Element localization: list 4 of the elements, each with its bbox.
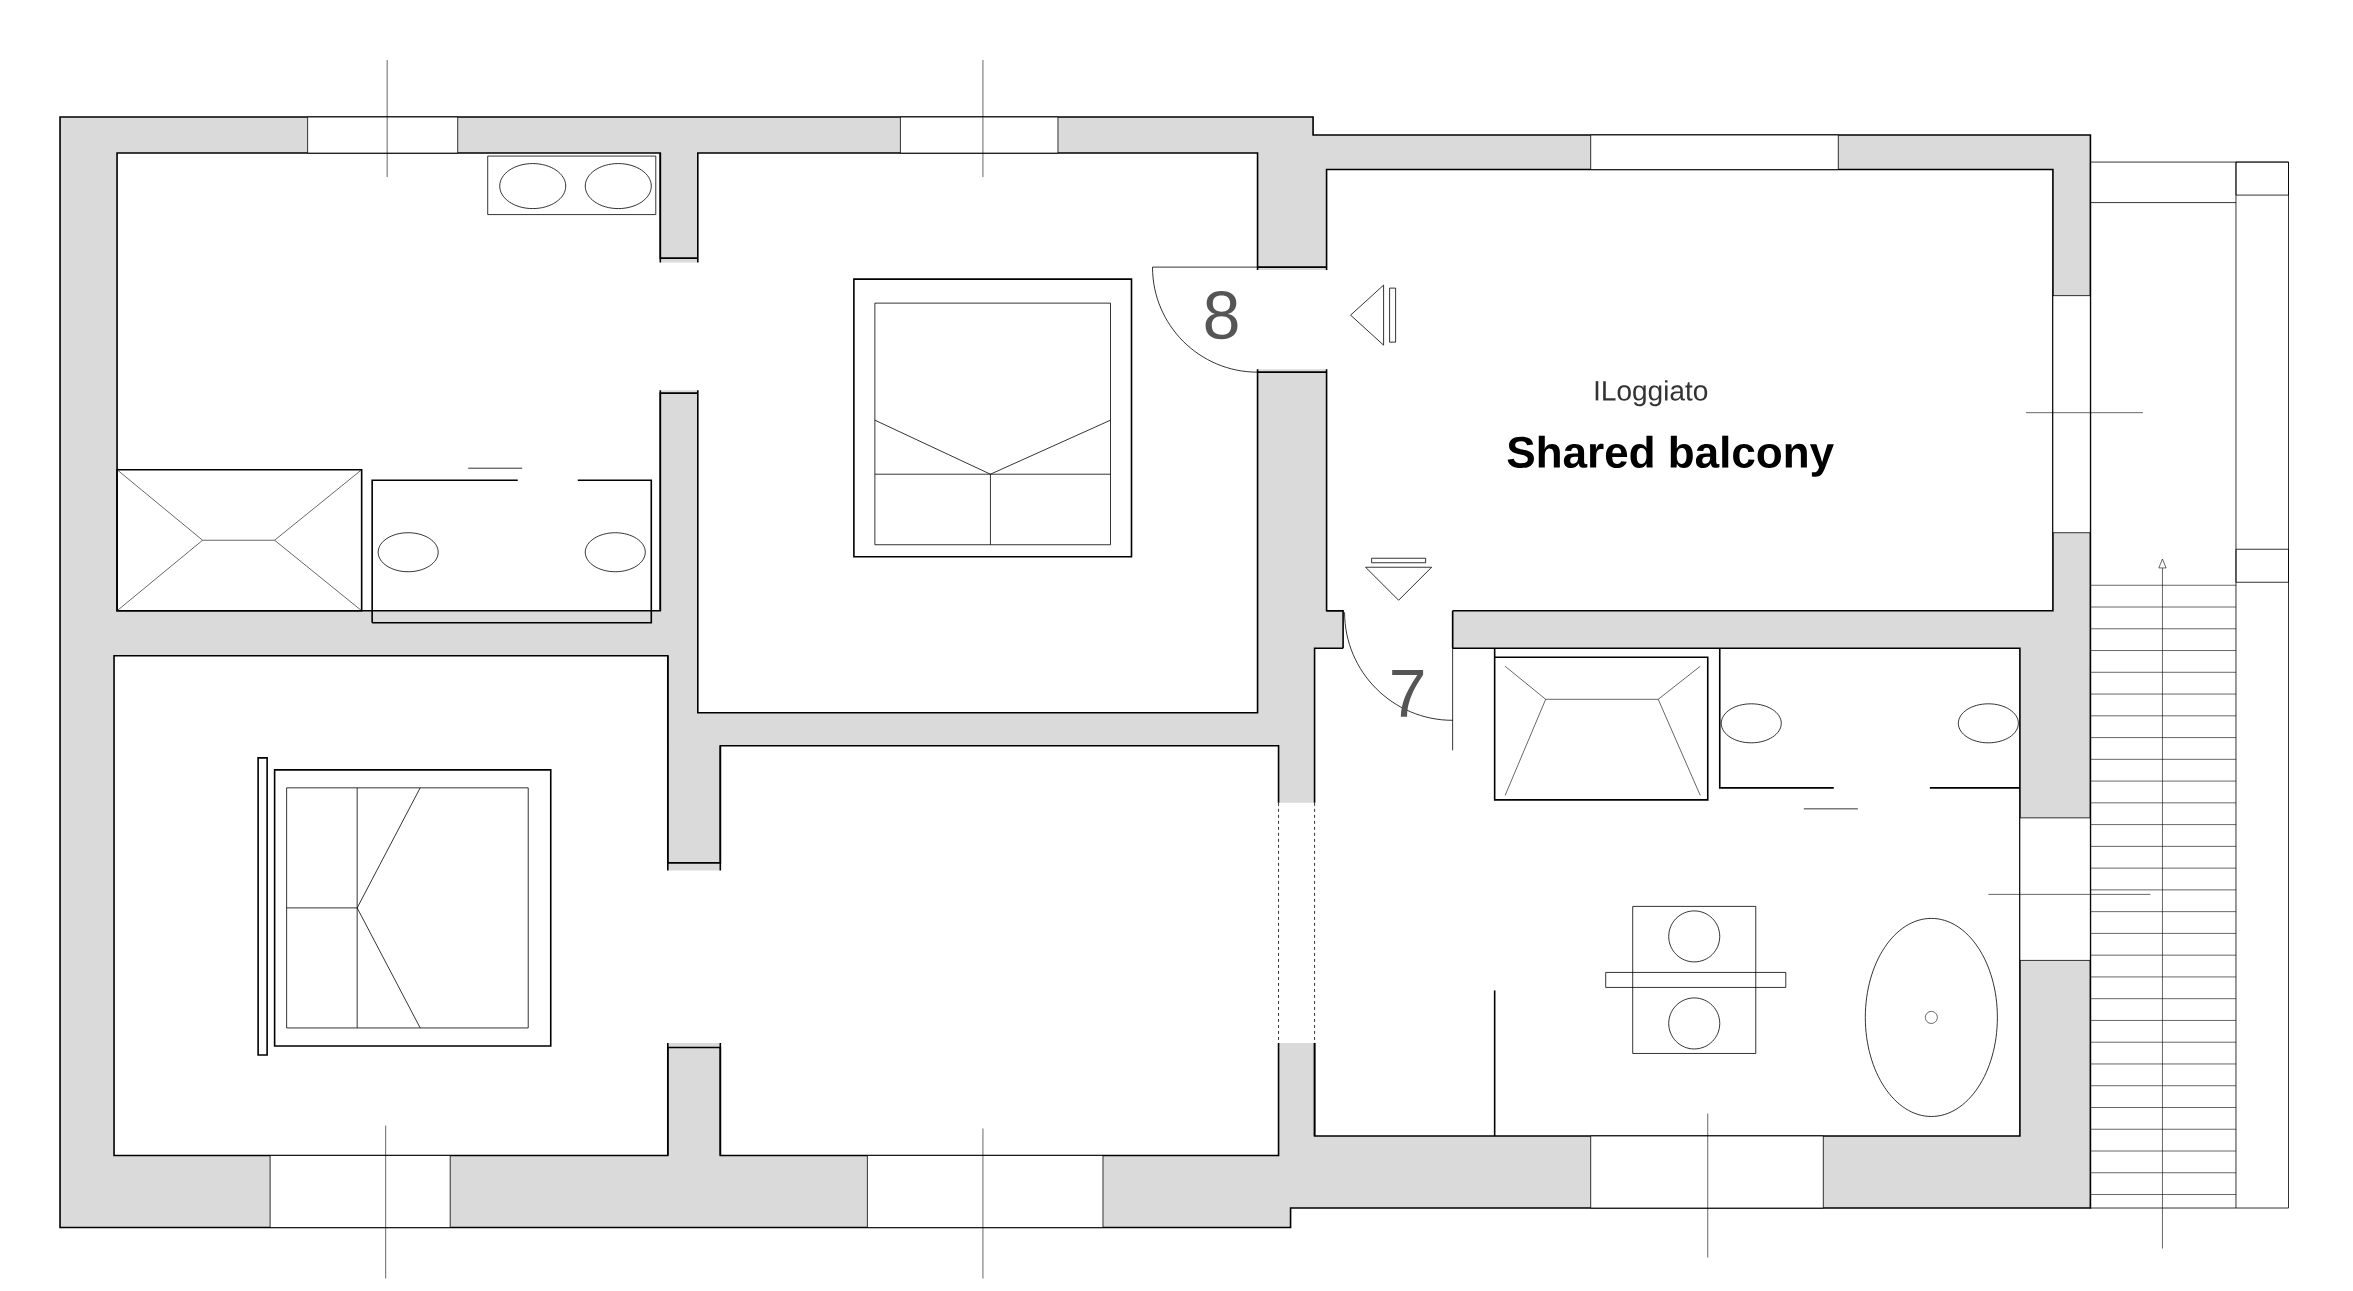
door-number: 7 — [1392, 670, 1424, 717]
room-label: ILoggiato — [1595, 380, 1708, 407]
door-number: 8 — [1205, 291, 1238, 340]
room-label: Shared balcony — [1507, 435, 1834, 477]
